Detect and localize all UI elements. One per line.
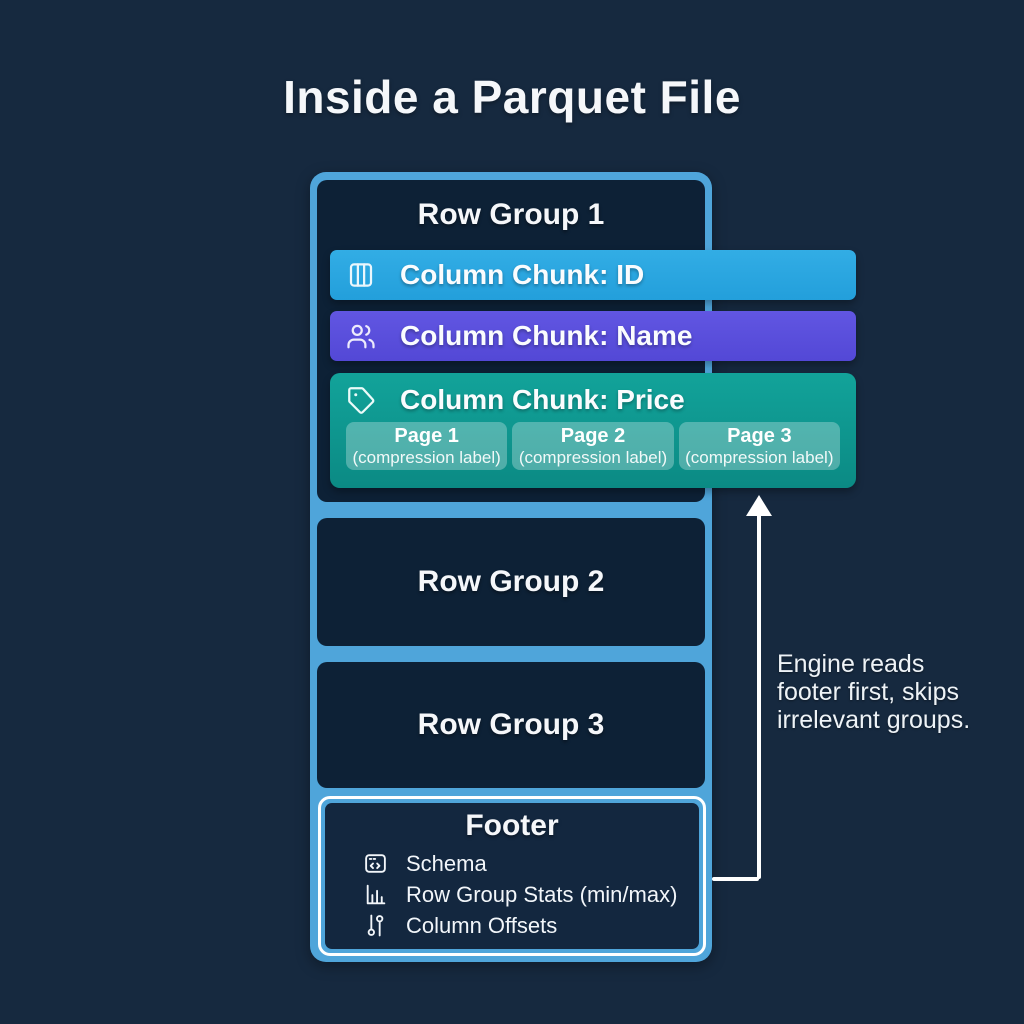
footer-item-schema: Schema: [363, 848, 699, 879]
row-group-3-label: Row Group 3: [417, 708, 605, 741]
column-chunk-id-label: Column Chunk: ID: [400, 259, 645, 290]
arrow-horizontal-segment: [712, 877, 759, 881]
bar-chart-icon: [363, 882, 388, 907]
annotation-line-1: Engine reads: [777, 650, 925, 678]
column-chunk-price-label: Column Chunk: Price: [400, 384, 685, 415]
footer-box: Footer Schema: [318, 796, 706, 956]
column-chunk-id-bar: Column Chunk: ID: [330, 250, 856, 300]
page-3-subtitle: (compression label): [685, 447, 834, 467]
column-chunk-name-label: Column Chunk: Name: [400, 320, 693, 351]
schema-window-icon: [363, 851, 388, 876]
footer-item-column-offsets: Column Offsets: [363, 910, 699, 941]
page-2-title: Page 2: [560, 424, 626, 447]
annotation-line-3: irrelevant groups.: [777, 706, 971, 734]
row-group-2-box: Row Group 2: [317, 518, 705, 646]
annotation-line-2: footer first, skips: [777, 678, 959, 706]
page-1-title: Page 1: [394, 424, 459, 447]
users-icon: [346, 321, 376, 351]
tag-icon: [346, 385, 376, 415]
footer-item-row-group-stats: Row Group Stats (min/max): [363, 879, 699, 910]
page-3-chip: Page 3 (compression label): [678, 422, 840, 470]
column-chunk-price-box: Column Chunk: Price Page 1 (compression …: [330, 373, 856, 488]
page-1-chip: Page 1 (compression label): [346, 422, 508, 470]
annotation-text: Engine reads footer first, skips irrelev…: [777, 650, 970, 734]
arrow-up-head: [746, 495, 772, 516]
columns-icon: [346, 260, 376, 290]
page-row: Page 1 (compression label) Page 2 (compr…: [346, 422, 840, 470]
footer-item-schema-label: Schema: [406, 850, 487, 876]
row-group-2-label: Row Group 2: [417, 565, 605, 598]
column-chunk-name-bar: Column Chunk: Name: [330, 311, 856, 361]
footer-inner: Footer Schema: [325, 803, 699, 949]
page-title: Inside a Parquet File: [283, 71, 741, 123]
arrow-vertical-segment: [757, 514, 761, 879]
page-2-chip: Page 2 (compression label): [512, 422, 674, 470]
page-3-title: Page 3: [727, 424, 792, 447]
page-2-subtitle: (compression label): [518, 447, 668, 467]
footer-item-column-offsets-label: Column Offsets: [406, 912, 558, 938]
footer-title: Footer: [465, 809, 559, 842]
row-group-3-box: Row Group 3: [317, 662, 705, 788]
column-offsets-icon: [363, 913, 388, 938]
footer-item-row-group-stats-label: Row Group Stats (min/max): [406, 881, 678, 907]
row-group-1-label: Row Group 1: [417, 198, 605, 231]
page-1-subtitle: (compression label): [352, 447, 501, 467]
